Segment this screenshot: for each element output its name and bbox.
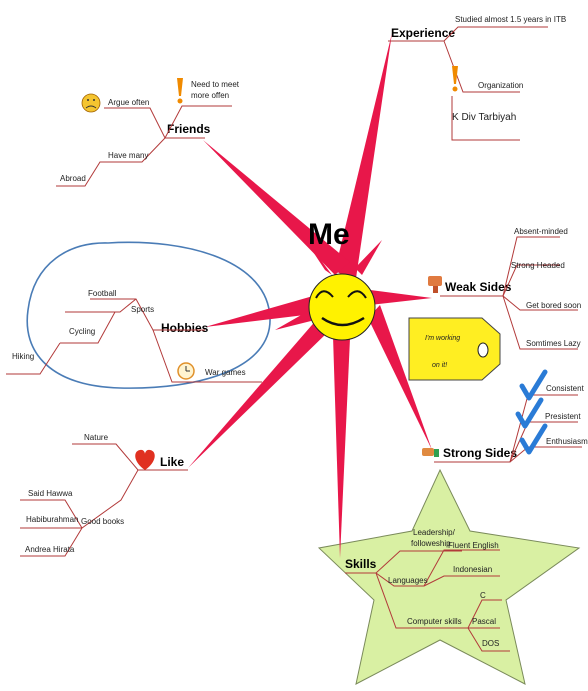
spoke-weak-sides xyxy=(370,290,432,305)
branch-hobbies: Hobbies xyxy=(161,321,209,335)
spoke-strong-sides xyxy=(368,305,432,450)
strong-item: Presistent xyxy=(545,412,581,421)
ray xyxy=(355,240,382,275)
branch-strong-sides: Strong Sides xyxy=(443,446,517,460)
exclamation-dot xyxy=(177,98,183,104)
hobby-item: Sports xyxy=(131,305,154,314)
thumbs-down-icon xyxy=(428,276,442,286)
spoke-hobbies xyxy=(205,296,313,327)
skill-item: DOS xyxy=(482,639,499,648)
skill-item: Pascal xyxy=(472,617,496,626)
checkmark-icon xyxy=(519,423,548,455)
experience-item: Studied almost 1.5 years in ITB xyxy=(455,15,566,24)
exclamation-icon xyxy=(177,78,183,96)
hobby-item: War games xyxy=(205,368,246,377)
checkmark-icon xyxy=(519,369,548,401)
like-item: Said Hawwa xyxy=(28,489,73,498)
thumbs-up-icon xyxy=(422,448,434,456)
skill-item: Languages xyxy=(388,576,428,585)
spoke-experience xyxy=(335,33,392,285)
branch-weak-sides: Weak Sides xyxy=(445,280,512,294)
smiley-eye xyxy=(93,99,95,101)
branch-skills: Skills xyxy=(345,557,377,571)
smiley-mouth xyxy=(85,105,97,109)
weak-item: Get bored soon xyxy=(526,301,581,310)
skill-item: Computer skills xyxy=(407,617,462,626)
friends-item: more offen xyxy=(191,91,229,100)
tag-text: I'm working xyxy=(425,335,460,342)
tag-text: on it! xyxy=(432,362,447,369)
like-item: Andrea Hirata xyxy=(25,545,75,554)
hobby-item: Hiking xyxy=(12,352,34,361)
strong-item: Consistent xyxy=(546,384,585,393)
friends-item: Have many xyxy=(108,151,148,160)
working-tag xyxy=(408,317,501,381)
hobby-item: Football xyxy=(88,289,117,298)
friends-item: Need to meet xyxy=(191,80,240,89)
thumbs-down-cuff xyxy=(433,286,438,293)
like-item: Good books xyxy=(81,517,124,526)
sun-face xyxy=(308,273,376,341)
tag-hole xyxy=(477,342,489,358)
skill-item: Indonesian xyxy=(453,565,492,574)
experience-item: Organization xyxy=(478,81,523,90)
branch-friends: Friends xyxy=(167,122,211,136)
skill-item: Leadership/ xyxy=(413,528,456,537)
exclamation-icon xyxy=(452,66,458,84)
hobbies-loop xyxy=(26,241,271,389)
friends-item: Abroad xyxy=(60,174,86,183)
sun-eye-right xyxy=(347,290,367,299)
ray xyxy=(275,310,315,330)
spoke-like xyxy=(188,318,330,468)
like-item: Nature xyxy=(84,433,109,442)
exclamation-dot xyxy=(452,86,458,92)
friends-item: Argue often xyxy=(108,98,149,107)
skill-item: followeship xyxy=(411,539,451,548)
experience-item: K Div Tarbiyah xyxy=(452,112,516,123)
map-title: Me xyxy=(308,218,350,251)
spoke-skills xyxy=(333,336,350,558)
sun-mouth xyxy=(321,316,365,327)
skill-item: Fluent English xyxy=(448,541,499,550)
heart-icon xyxy=(135,449,155,470)
sun-eye-left xyxy=(315,290,334,299)
smiley-sad-icon xyxy=(81,93,101,113)
smiley-eye xyxy=(87,99,89,101)
checkmark-icon xyxy=(515,397,544,429)
weak-item: Somtimes Lazy xyxy=(526,339,581,348)
thumbs-up-cuff xyxy=(434,449,439,457)
weak-item: Absent-minded xyxy=(514,227,568,236)
hobby-item: Cycling xyxy=(69,327,95,336)
branch-experience: Experience xyxy=(391,26,455,40)
spoke-friends xyxy=(203,140,350,275)
skills-star xyxy=(317,468,581,685)
skill-item: C xyxy=(480,591,486,600)
branch-like: Like xyxy=(160,455,184,469)
ray xyxy=(300,232,332,275)
strong-item: Enthusiasm xyxy=(546,437,588,446)
weak-item: Strong Headed xyxy=(511,261,565,270)
like-item: Habiburahman xyxy=(26,515,78,524)
